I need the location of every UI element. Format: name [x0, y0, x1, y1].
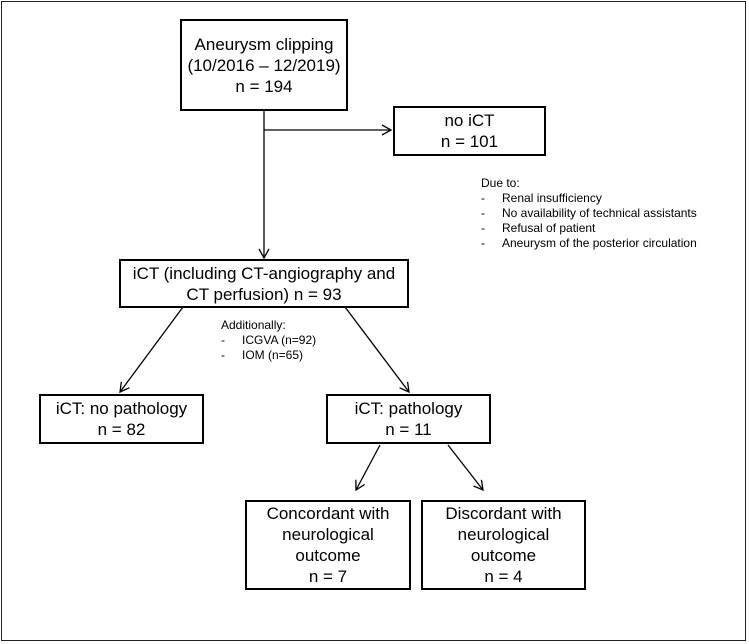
discordant-box: Discordant with neurological outcome n =… [421, 500, 586, 590]
no-pathology-box: iCT: no pathology n = 82 [39, 394, 204, 444]
arrow-ict-to-pathology [344, 306, 410, 394]
note-item: Aneurysm of the posterior circulation [502, 236, 697, 250]
box-line: neurological [457, 525, 550, 544]
box-line: (10/2016 – 12/2019) [187, 55, 341, 75]
pathology-box: iCT: pathology n = 11 [326, 394, 491, 444]
box-line: CT perfusion) n = 93 [186, 284, 342, 304]
no-ict-box: no iCT n = 101 [393, 106, 546, 156]
note-item: IOM (n=65) [242, 348, 304, 362]
box-line: iCT: pathology [354, 399, 463, 418]
aneurysm-clipping-box: Aneurysm clipping (10/2016 – 12/2019) n … [180, 19, 348, 111]
box-line: n = 11 [385, 420, 432, 439]
box-line: iCT (including CT-angiography and [132, 263, 396, 283]
bullet: - [481, 236, 485, 250]
list-item: - No availability of technical assistants [481, 206, 697, 221]
note-title: Additionally: [221, 318, 286, 332]
box-line: n = 7 [308, 567, 348, 586]
note-item: Renal insufficiency [502, 191, 602, 205]
bullet: - [221, 348, 225, 362]
box-line: neurological [282, 525, 374, 544]
bullet: - [481, 191, 485, 205]
list-item: - Refusal of patient [481, 221, 697, 236]
arrow-pathology-to-discordant [447, 444, 484, 492]
box-line: n = 194 [235, 76, 293, 96]
note-item: Refusal of patient [502, 221, 596, 235]
arrow-ict-to-no-pathology [119, 306, 184, 394]
box-line: outcome [470, 546, 537, 565]
box-line: Aneurysm clipping [194, 34, 334, 54]
box-line: n = 101 [440, 132, 499, 151]
box-line: Concordant with [266, 504, 390, 523]
bullet: - [481, 206, 485, 220]
list-item: - Aneurysm of the posterior circulation [481, 236, 697, 251]
box-line: iCT: no pathology [55, 399, 188, 418]
bullet: - [221, 333, 225, 347]
box-line: n = 82 [97, 420, 146, 439]
concordant-box: Concordant with neurological outcome n =… [245, 500, 411, 590]
list-item: - Renal insufficiency [481, 191, 697, 206]
list-item: - ICGVA (n=92) [221, 333, 316, 348]
additionally-note: Additionally: - ICGVA (n=92) - IOM (n=65) [221, 318, 316, 363]
box-line: outcome [295, 546, 361, 565]
note-item: No availability of technical assistants [502, 206, 697, 220]
box-line: Discordant with [445, 504, 562, 523]
box-line: no iCT [444, 111, 495, 130]
bullet: - [481, 221, 485, 235]
arrow-pathology-to-concordant [355, 444, 381, 492]
ict-box: iCT (including CT-angiography and CT per… [119, 259, 409, 308]
box-line: n = 4 [484, 567, 523, 586]
list-item: - IOM (n=65) [221, 348, 316, 363]
note-item: ICGVA (n=92) [242, 333, 317, 347]
due-to-note: Due to: - Renal insufficiency - No availab… [481, 176, 697, 251]
note-title: Due to: [481, 176, 520, 190]
